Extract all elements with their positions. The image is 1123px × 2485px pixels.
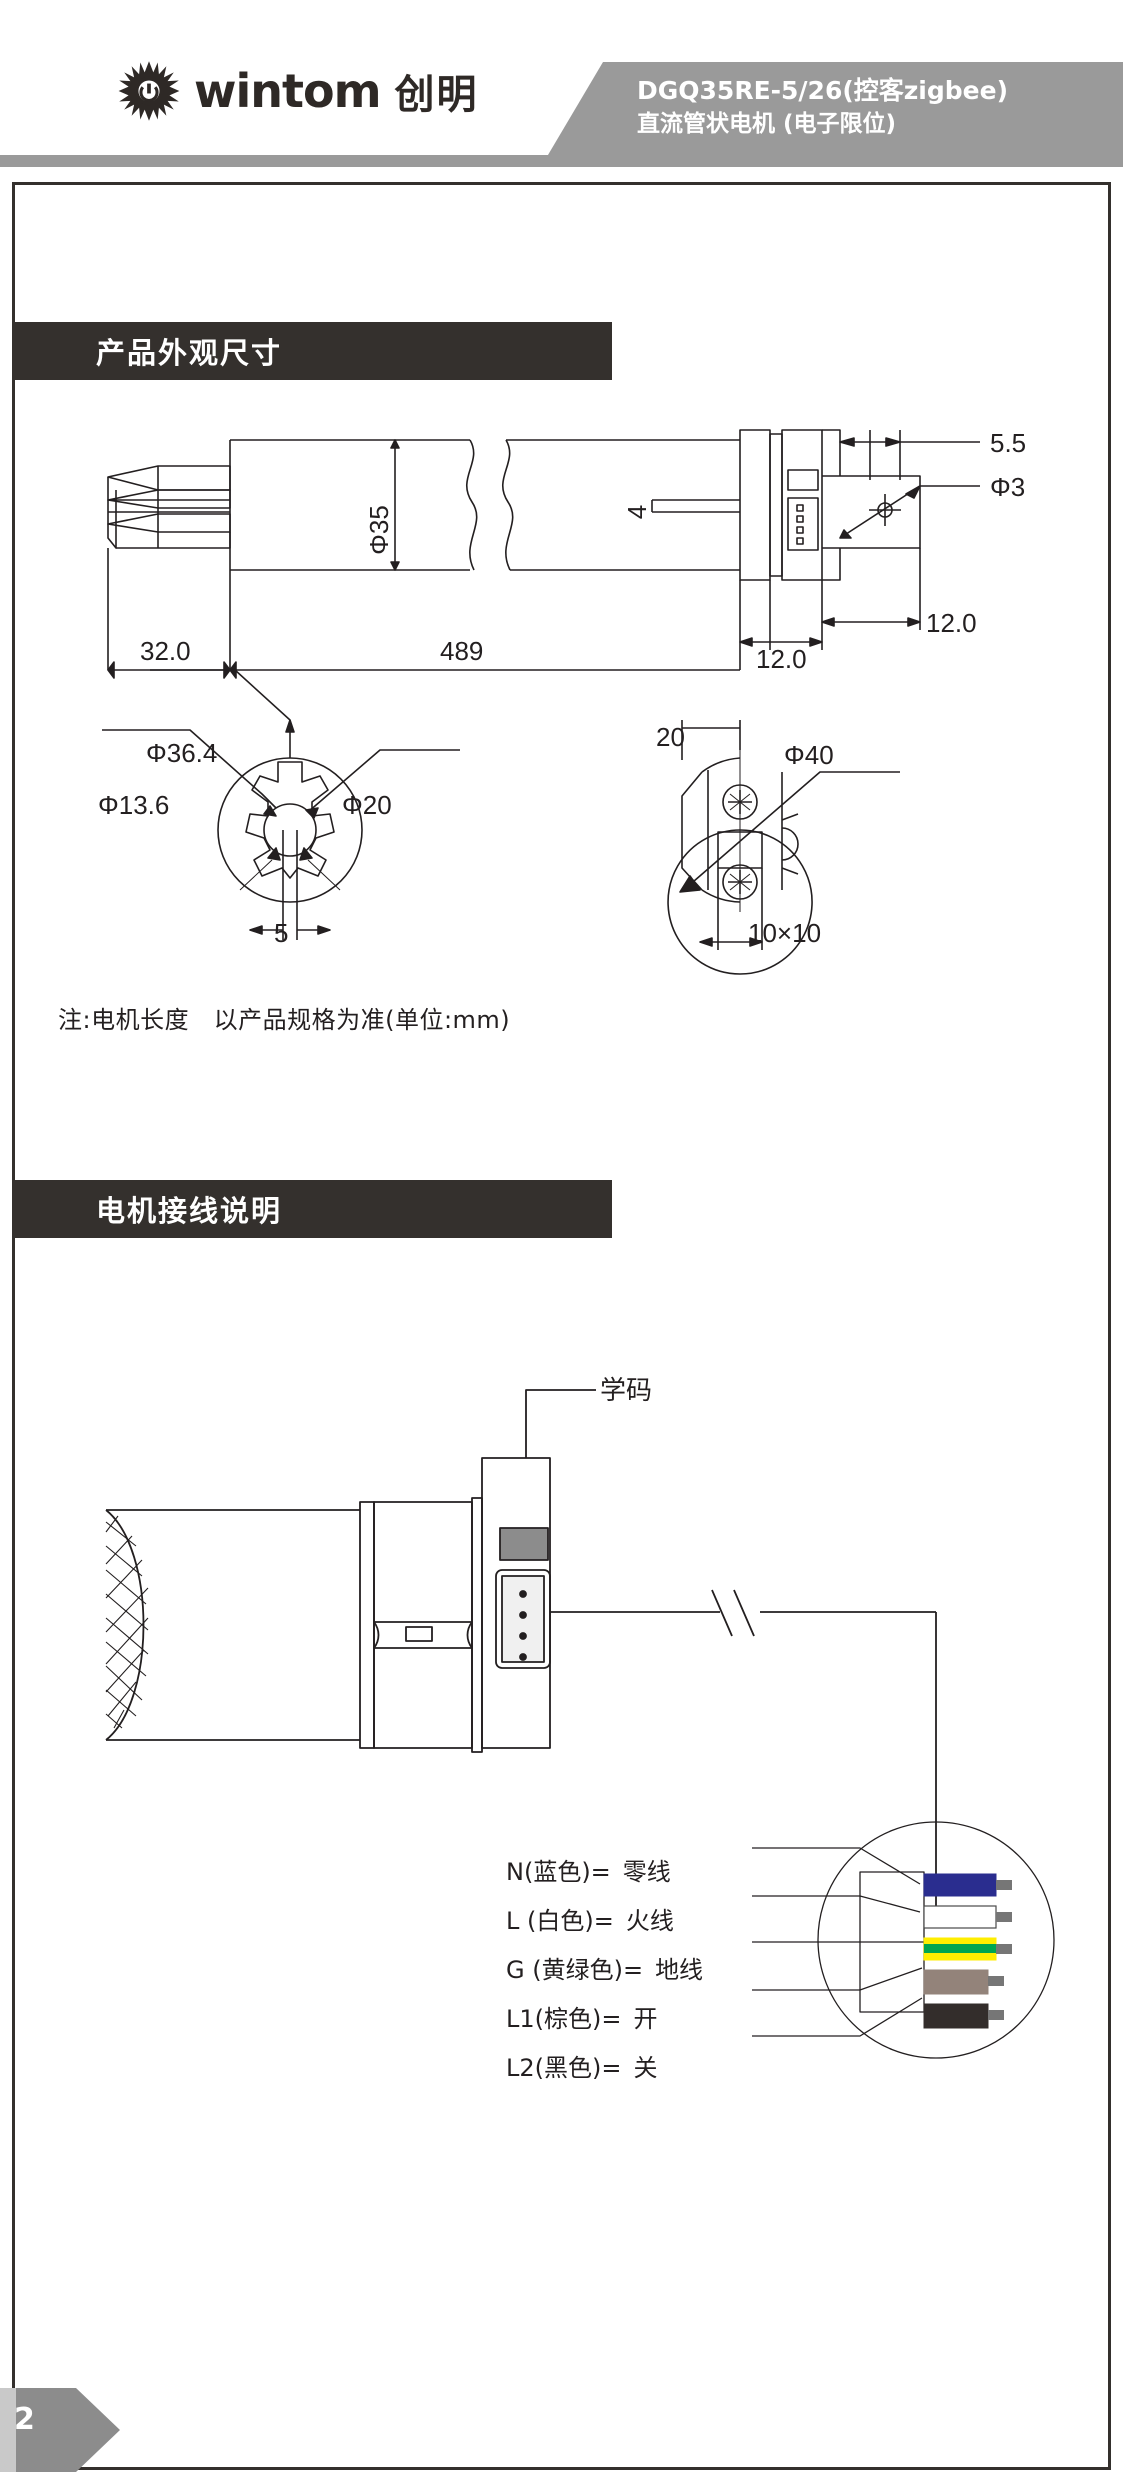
learn-code-leader [525,1389,596,1458]
motor-head [739,429,921,581]
dim-body-diameter [390,439,400,571]
shaft-stub [651,499,740,513]
content-frame [12,182,1111,2470]
dim-shaft-width: 4 [622,505,652,519]
power-cable [550,1589,937,1910]
white-wire [923,1905,997,1929]
yellow-green-wire-stripe [924,1944,996,1953]
chevron-front [16,2388,120,2472]
dim-right-square: 10×10 [748,918,822,948]
learn-code-label: 学码 [600,1376,653,1406]
cable-connector [107,465,231,549]
section-title-wiring: 电机接线说明 [12,1180,612,1238]
brown-wire-tip [988,1976,1004,1986]
wiring-legend: N(蓝色)= 零线 L (白色)= 火线 G (黄绿色)= 地线 L1(棕色)=… [506,1845,703,2090]
green-wire-tip [996,1944,1012,1954]
brand-logo: wintom 创明 [118,60,479,122]
legend-code-g: G (黄绿色)= [506,1956,644,1984]
legend-func-l: 火线 [625,1907,674,1935]
learn-button [499,1527,549,1561]
sun-icon [118,61,180,121]
wire-detail-circle [817,1821,1055,2059]
dim-right-outer-dia: Φ40 [784,740,834,770]
legend-code-l2: L2(黑色)= [506,2054,622,2082]
motor-body [359,1497,483,1753]
dim-body-length: 489 [440,636,483,666]
motor-tube [105,1509,360,1741]
legend-code-l1: L1(棕色)= [506,2005,622,2033]
dimension-drawing: 32.0 489 Φ35 4 5.5 Φ3 12.0 12.0 [102,428,1026,975]
blue-wire-tip [996,1880,1012,1890]
legend-func-g: 地线 [655,1956,704,1984]
dim-hole-dia [839,485,980,539]
dim-right-flat-width: 20 [656,722,685,752]
wire-colors [923,1873,1012,2029]
dimension-note: 注:电机长度 以产品规格为准(单位:mm) [58,1006,511,1034]
legend-row-l1: L1(棕色)= 开 [506,1992,703,2041]
brand-name-latin: wintom [194,64,382,118]
product-model: DGQ35RE-5/26(控客zigbee) [637,76,1009,105]
page-header: wintom 创明 DGQ35RE-5/26(控客zigbee) 直流管状电机 … [0,0,1123,160]
legend-func-l2: 关 [633,2054,658,2082]
blue-wire [923,1873,997,1897]
dim-hole-dia-label: Φ3 [990,472,1025,502]
legend-func-l1: 开 [633,2005,658,2033]
dim-head-offset [839,430,980,480]
legend-row-l2: L2(黑色)= 关 [506,2041,703,2090]
dim-body-diameter-label: Φ35 [364,505,394,555]
dim-bottom-line [107,548,741,679]
black-wire [923,2003,989,2029]
legend-code-n: N(蓝色)= [506,1858,611,1886]
dim-seg-a: 12.0 [756,644,807,674]
dim-left-outer-dia: Φ36.4 [146,738,218,768]
product-title-banner: DGQ35RE-5/26(控客zigbee) 直流管状电机 (电子限位) [545,62,1123,160]
page-chevron [0,2388,120,2472]
legend-row-g: G (黄绿色)= 地线 [506,1943,703,1992]
black-wire-tip [988,2010,1004,2020]
motor-body-outline [229,439,740,571]
product-type: 直流管状电机 (电子限位) [637,111,897,137]
right-cross-section [667,720,900,975]
dim-cable-length: 32.0 [140,636,191,666]
legend-code-l: L (白色)= [506,1907,614,1935]
section-title-dimensions: 产品外观尺寸 [12,322,612,380]
legend-row-l: L (白色)= 火线 [506,1894,703,1943]
tube-hatch [105,1515,149,1729]
legend-leaders [752,1847,924,2037]
dim-left-mid-dia: Φ20 [342,790,392,820]
dim-head-segments [739,548,921,650]
wiring-diagram [105,1389,1055,2059]
legend-func-n: 零线 [622,1858,671,1886]
motor-end-cap [481,1457,551,1749]
dim-head-offset-label: 5.5 [990,428,1026,458]
dim-seg-b: 12.0 [926,608,977,638]
page-number: 2 [14,2402,35,2437]
dim-left-key-width: 5 [274,918,289,948]
page-number-badge: 2 [0,2380,200,2480]
brand-name-cn: 创明 [394,72,479,118]
section-title-wiring-label: 电机接线说明 [96,1194,283,1228]
legend-row-n: N(蓝色)= 零线 [506,1845,703,1894]
left-cross-section [102,669,460,940]
section-title-dimensions-label: 产品外观尺寸 [96,336,283,370]
brown-wire [923,1969,989,1995]
white-wire-tip [996,1912,1012,1922]
dim-left-inner-dia: Φ13.6 [98,790,170,820]
header-divider [0,155,1123,167]
